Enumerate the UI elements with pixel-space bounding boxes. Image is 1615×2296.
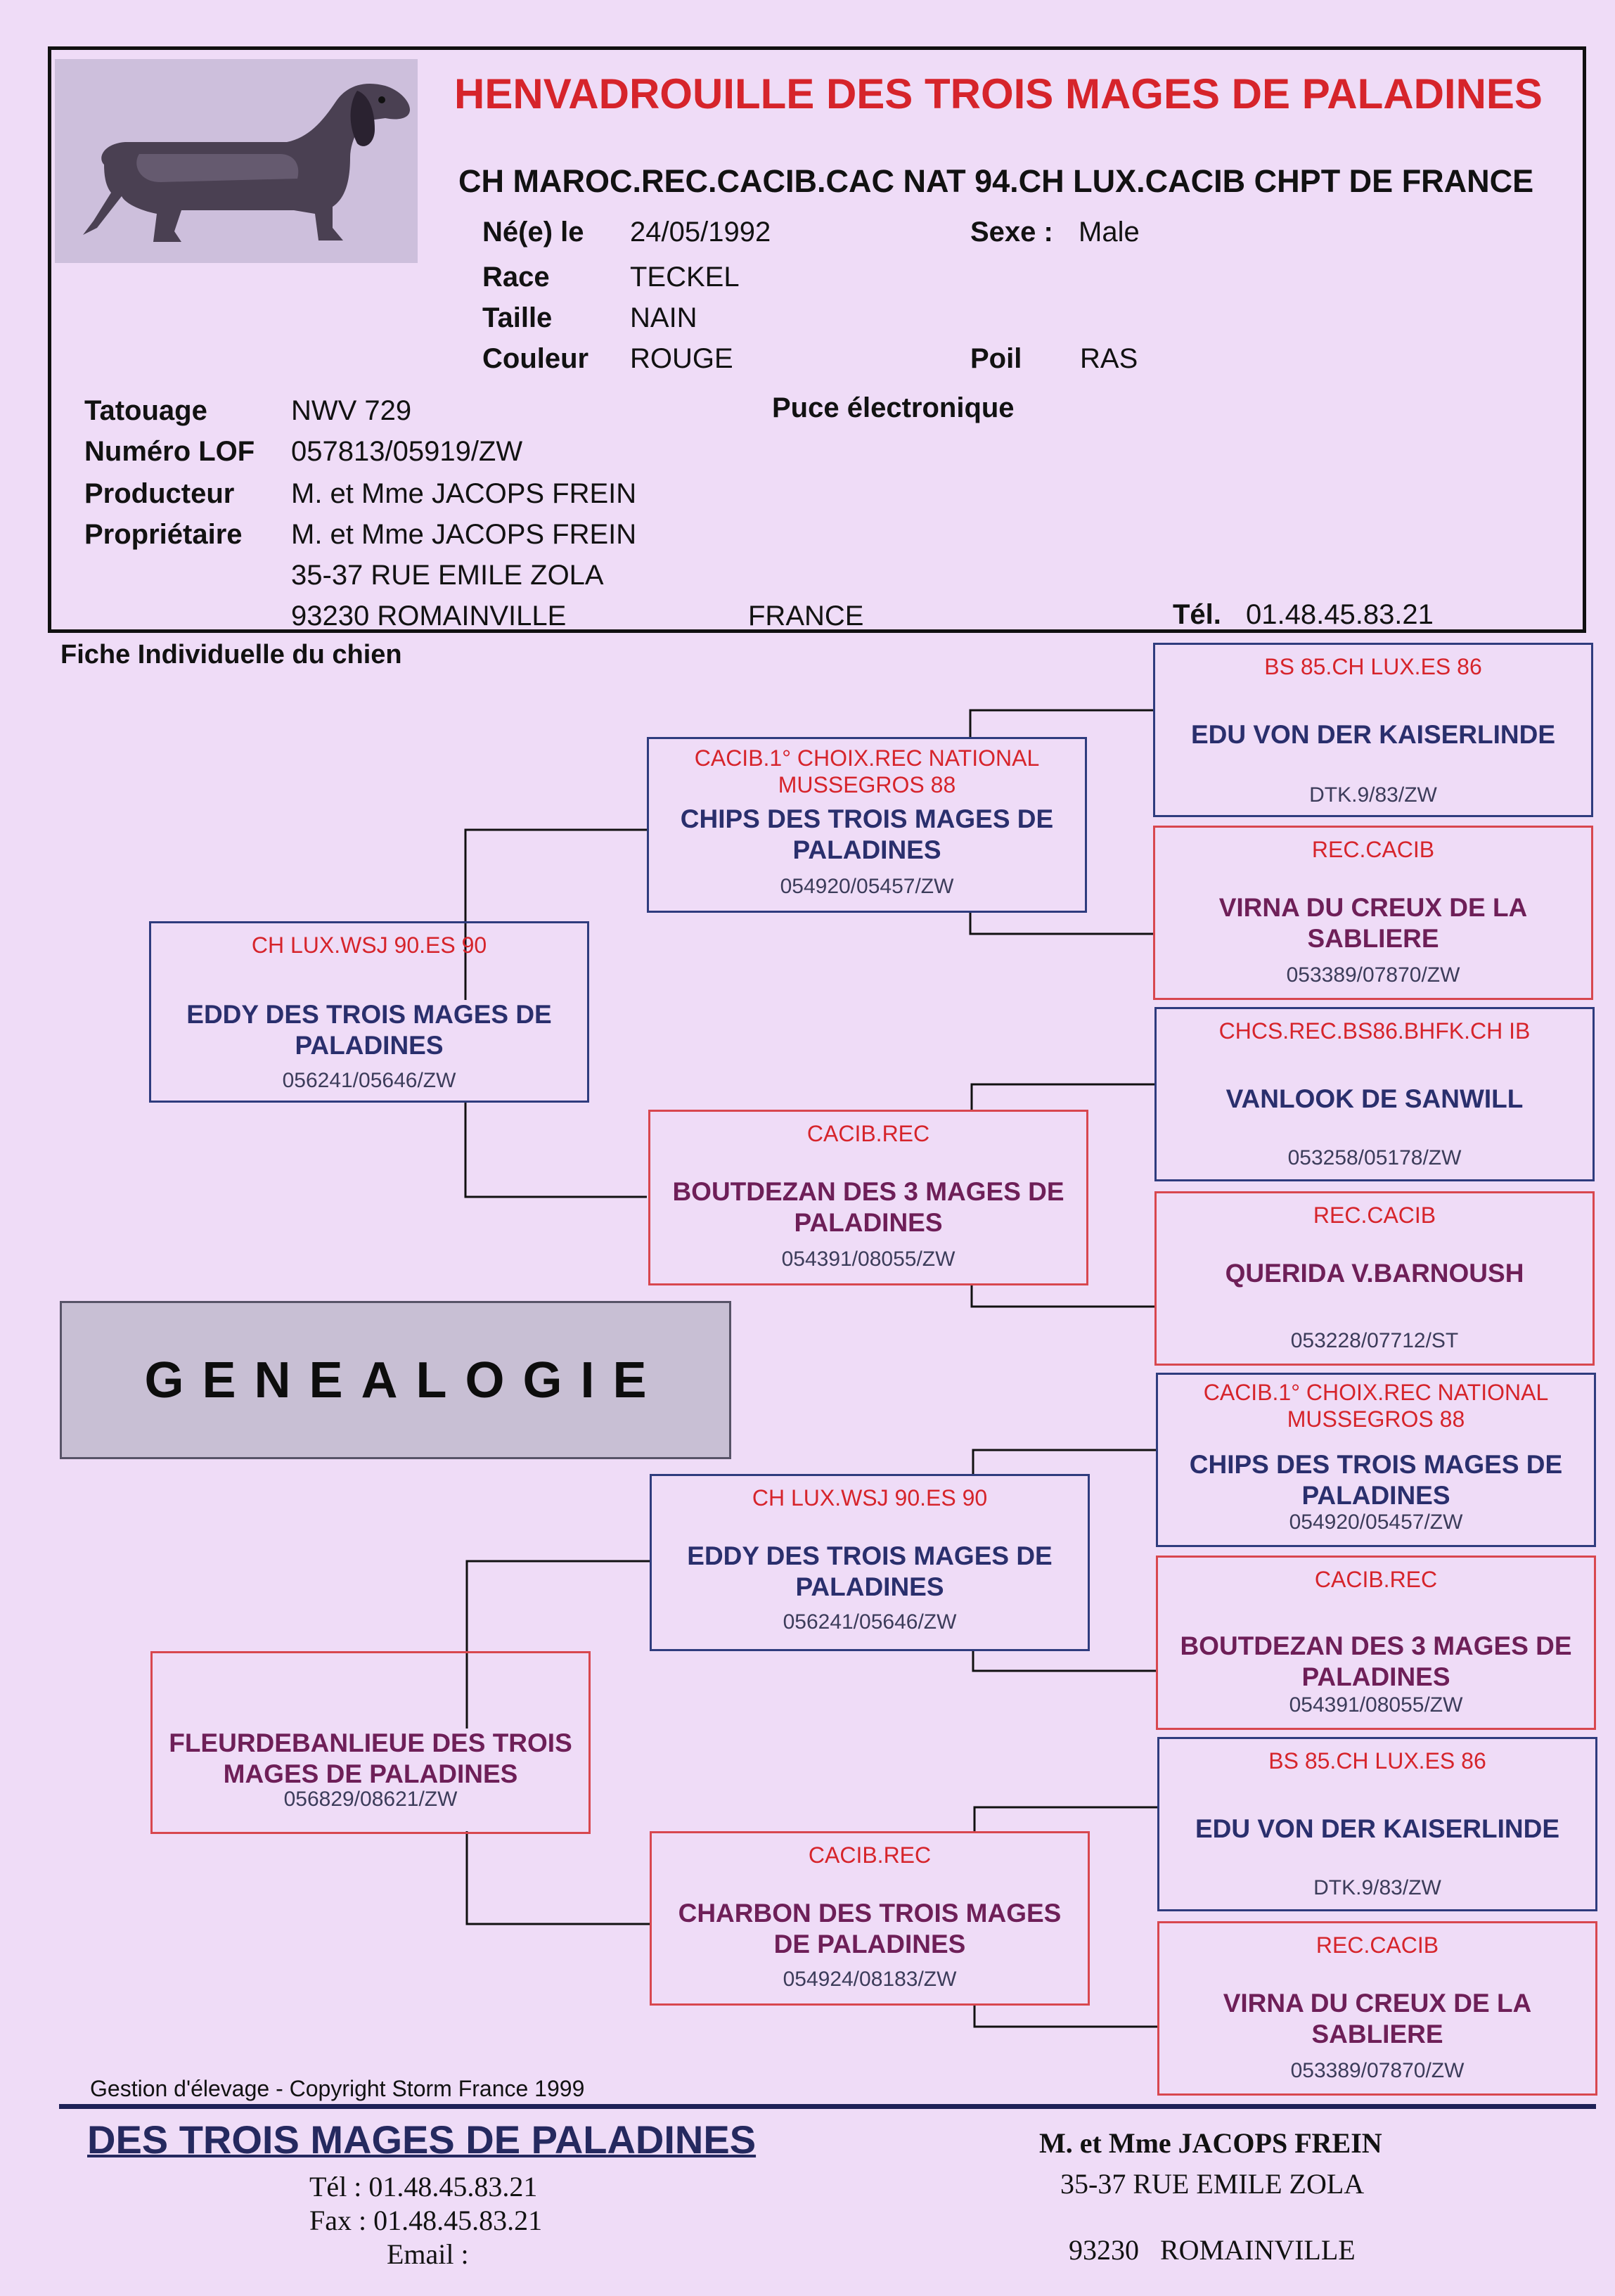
footer-fax: Fax : 01.48.45.83.21 [309,2205,543,2236]
fiche-label: Fiche Individuelle du chien [60,640,402,669]
footer-city: 93230 ROMAINVILLE [1069,2234,1356,2266]
size-value: NAIN [630,302,697,333]
sire-dam-registration: 054391/08055/ZW [781,1248,956,1271]
pedigree-ssd: REC.CACIB VIRNA DU CREUX DE LA SABLIERE … [1153,826,1593,1000]
pedigree-dam-sire: CH LUX.WSJ 90.ES 90 EDDY DES TROIS MAGES… [650,1474,1090,1651]
breed-label: Race [482,262,550,293]
dss-name: CHIPS DES TROIS MAGES DE PALADINES [1189,1450,1563,1510]
dam-dam-registration: 054924/08183/ZW [783,1968,957,1991]
dss-registration: 054920/05457/ZW [1289,1511,1463,1534]
dam-dam-titles: CACIB.REC [808,1842,932,1868]
tel-value: 01.48.45.83.21 [1246,599,1434,630]
dog-info-panel [48,46,1586,633]
dam-sire-titles: CH LUX.WSJ 90.ES 90 [752,1485,988,1511]
dds-name: EDU VON DER KAISERLINDE [1195,1814,1560,1843]
born-label: Né(e) le [482,217,584,248]
dam-sire-registration: 056241/05646/ZW [783,1610,957,1634]
copyright-note: Gestion d'élevage - Copyright Storm Fran… [90,2076,585,2101]
footer-address: 35-37 RUE EMILE ZOLA [1060,2168,1365,2200]
sss-registration: DTK.9/83/ZW [1309,783,1437,807]
pedigree-dss: CACIB.1° CHOIX.REC NATIONAL MUSSEGROS 88… [1156,1373,1596,1547]
ddd-name: VIRNA DU CREUX DE LA SABLIERE [1223,1989,1532,2048]
footer-owner: M. et Mme JACOPS FREIN [1039,2127,1382,2159]
sire-sire-registration: 054920/05457/ZW [780,875,954,898]
chip-label: Puce électronique [772,392,1015,423]
pedigree-sire-dam: CACIB.REC BOUTDEZAN DES 3 MAGES DE PALAD… [648,1110,1088,1285]
coat-value: RAS [1080,343,1138,374]
footer-email: Email : [387,2238,469,2270]
owner-address-street: 35-37 RUE EMILE ZOLA [291,560,604,591]
pedigree-dds: BS 85.CH LUX.ES 86 EDU VON DER KAISERLIN… [1157,1737,1597,1911]
size-label: Taille [482,302,553,333]
producer-value: M. et Mme JACOPS FREIN [291,478,637,509]
sire-sire-titles: CACIB.1° CHOIX.REC NATIONAL MUSSEGROS 88 [694,745,1040,797]
dam-name: FLEURDEBANLIEUE DES TROIS MAGES DE PALAD… [169,1729,572,1788]
sire-registration: 056241/05646/ZW [282,1069,456,1092]
pedigree-dsd: CACIB.REC BOUTDEZAN DES 3 MAGES DE PALAD… [1156,1556,1596,1730]
genealogie-label: GENEALOGIE [144,1352,665,1409]
dsd-registration: 054391/08055/ZW [1289,1693,1463,1717]
ssd-name: VIRNA DU CREUX DE LA SABLIERE [1218,893,1528,953]
pedigree-sdd: REC.CACIB QUERIDA V.BARNOUSH 053228/0771… [1154,1191,1595,1366]
dam-registration: 056829/08621/ZW [283,1788,458,1811]
pedigree-sire: CH LUX.WSJ 90.ES 90 EDDY DES TROIS MAGES… [149,921,589,1103]
ddd-registration: 053389/07870/ZW [1290,2059,1465,2082]
pedigree-dam: FLEURDEBANLIEUE DES TROIS MAGES DE PALAD… [150,1651,591,1834]
sire-dam-name: BOUTDEZAN DES 3 MAGES DE PALADINES [672,1177,1064,1237]
sss-titles: BS 85.CH LUX.ES 86 [1264,654,1482,679]
genealogie-banner: GENEALOGIE [60,1301,731,1459]
owner-address-city: 93230 ROMAINVILLE [291,601,567,631]
dsd-titles: CACIB.REC [1314,1567,1438,1592]
champion-titles: CH MAROC.REC.CACIB.CAC NAT 94.CH LUX.CAC… [458,163,1534,199]
tattoo-label: Tatouage [84,395,207,426]
ddd-titles: REC.CACIB [1315,1932,1439,1958]
breed-value: TECKEL [630,262,740,293]
color-label: Couleur [482,343,589,374]
kennel-name: DES TROIS MAGES DE PALADINES [87,2117,757,2162]
sire-dam-titles: CACIB.REC [806,1121,930,1146]
born-value: 24/05/1992 [630,217,771,248]
pedigree-sss: BS 85.CH LUX.ES 86 EDU VON DER KAISERLIN… [1153,643,1593,817]
dam-dam-name: CHARBON DES TROIS MAGES DE PALADINES [678,1899,1062,1958]
sire-titles: CH LUX.WSJ 90.ES 90 [251,932,487,958]
tattoo-value: NWV 729 [291,395,412,426]
footer-tel: Tél : 01.48.45.83.21 [309,2171,538,2202]
sex-value: Male [1079,217,1140,248]
tel-label: Tél. [1173,599,1221,630]
pedigree-ddd: REC.CACIB VIRNA DU CREUX DE LA SABLIERE … [1157,1921,1597,2096]
coat-label: Poil [970,343,1022,374]
footer-divider [59,2104,1596,2109]
sex-label: Sexe : [970,217,1053,248]
sire-name: EDDY DES TROIS MAGES DE PALADINES [186,1000,552,1060]
dds-titles: BS 85.CH LUX.ES 86 [1268,1748,1486,1774]
owner-value: M. et Mme JACOPS FREIN [291,519,637,550]
dam-sire-name: EDDY DES TROIS MAGES DE PALADINES [687,1541,1053,1601]
sdd-titles: REC.CACIB [1313,1202,1436,1228]
sds-registration: 053258/05178/ZW [1287,1146,1462,1169]
dachshund-photo [55,59,418,263]
ssd-registration: 053389/07870/ZW [1286,963,1460,987]
sdd-registration: 053228/07712/ST [1290,1329,1459,1352]
pedigree-sds: CHCS.REC.BS86.BHFK.CH IB VANLOOK DE SANW… [1154,1007,1595,1181]
dds-registration: DTK.9/83/ZW [1313,1876,1441,1899]
producer-label: Producteur [84,478,235,509]
dss-titles: CACIB.1° CHOIX.REC NATIONAL MUSSEGROS 88 [1203,1380,1549,1432]
sds-name: VANLOOK DE SANWILL [1225,1084,1524,1113]
sire-sire-name: CHIPS DES TROIS MAGES DE PALADINES [680,804,1054,864]
owner-label: Propriétaire [84,519,243,550]
ssd-titles: REC.CACIB [1311,837,1435,862]
pedigree-sire-sire: CACIB.1° CHOIX.REC NATIONAL MUSSEGROS 88… [647,737,1087,913]
sss-name: EDU VON DER KAISERLINDE [1190,720,1556,749]
owner-country: FRANCE [748,601,864,631]
lof-value: 057813/05919/ZW [291,436,523,467]
lof-label: Numéro LOF [84,436,255,467]
pedigree-dam-dam: CACIB.REC CHARBON DES TROIS MAGES DE PAL… [650,1831,1090,2006]
color-value: ROUGE [630,343,733,374]
sdd-name: QUERIDA V.BARNOUSH [1225,1259,1524,1288]
dog-name-title: HENVADROUILLE DES TROIS MAGES DE PALADIN… [454,70,1543,117]
dsd-name: BOUTDEZAN DES 3 MAGES DE PALADINES [1180,1631,1572,1691]
sds-titles: CHCS.REC.BS86.BHFK.CH IB [1218,1018,1531,1044]
